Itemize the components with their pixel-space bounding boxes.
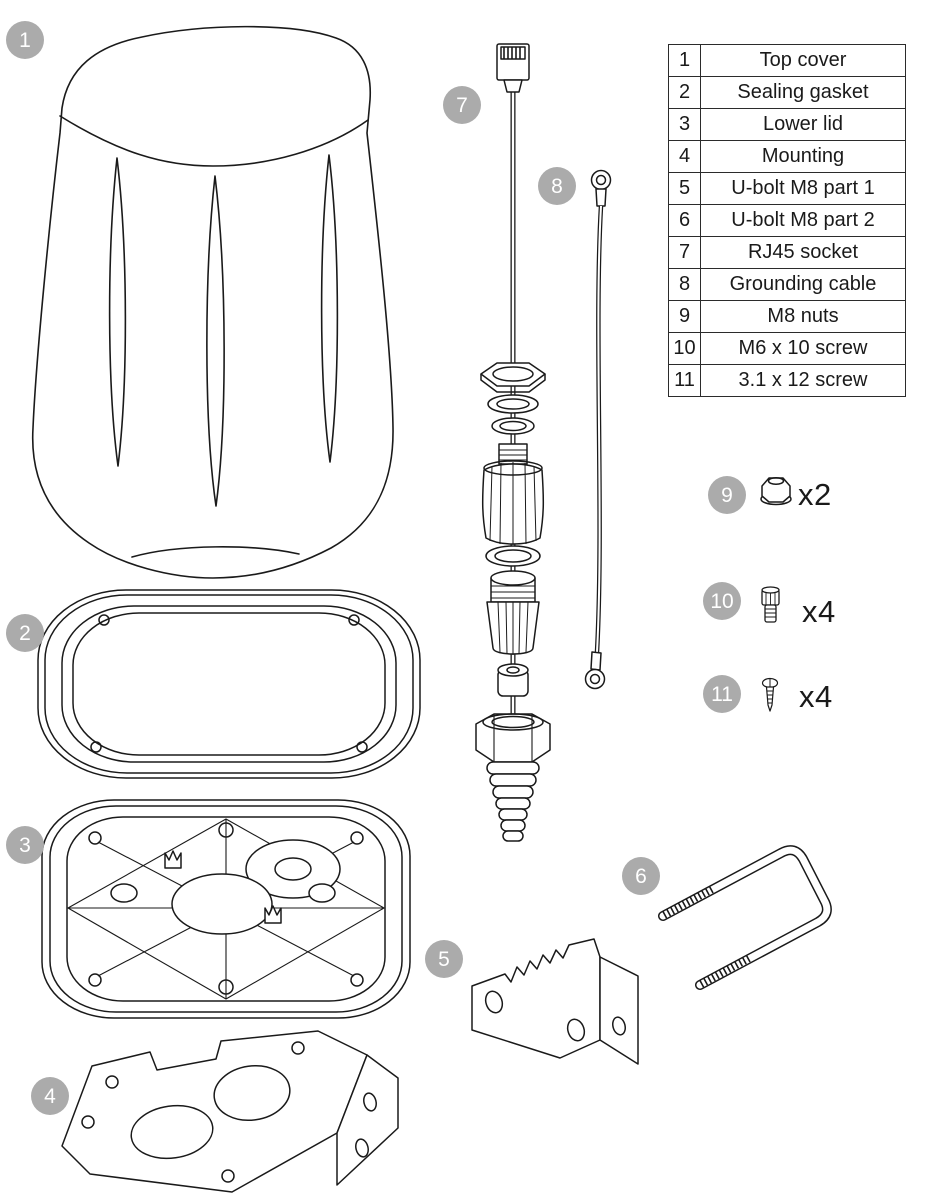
parts-table-row: 4 Mounting (668, 140, 906, 173)
quantity-label-m6-screws: x4 (802, 594, 836, 629)
part-number-cell: 10 (668, 332, 701, 365)
part-badge-3: 3 (6, 826, 44, 864)
u-bolt-part2-drawing (658, 845, 832, 990)
part-name-cell: Lower lid (700, 108, 906, 141)
part-badge-8: 8 (538, 167, 576, 205)
part-number-cell: 4 (668, 140, 701, 173)
quantity-label-small-screws: x4 (799, 679, 833, 714)
parts-table-row: 2 Sealing gasket (668, 76, 906, 109)
parts-table-body: 1 Top cover 2 Sealing gasket 3 Lower lid… (668, 44, 906, 397)
part-number-cell: 11 (668, 364, 701, 397)
part-name-cell: 3.1 x 12 screw (700, 364, 906, 397)
parts-table-row: 5 U-bolt M8 part 1 (668, 172, 906, 205)
part-number-cell: 5 (668, 172, 701, 205)
part-number-cell: 9 (668, 300, 701, 333)
mounting-drawing (61, 1030, 399, 1193)
part-name-cell: Sealing gasket (700, 76, 906, 109)
part-badge-6: 6 (622, 857, 660, 895)
m6-screw-drawing (761, 586, 780, 623)
parts-table-row: 6 U-bolt M8 part 2 (668, 204, 906, 237)
part-badge-5: 5 (425, 940, 463, 978)
part-number-cell: 7 (668, 236, 701, 269)
part-name-cell: U-bolt M8 part 2 (700, 204, 906, 237)
part-number-cell: 8 (668, 268, 701, 301)
lower-lid-drawing (41, 799, 411, 1019)
parts-table-row: 7 RJ45 socket (668, 236, 906, 269)
m8-nut-drawing (760, 477, 792, 506)
part-name-cell: M6 x 10 screw (700, 332, 906, 365)
sealing-gasket-drawing (37, 589, 421, 779)
top-cover-drawing (31, 25, 394, 579)
part-badge-1: 1 (6, 21, 44, 59)
part-name-cell: Top cover (700, 44, 906, 77)
part-number-cell: 2 (668, 76, 701, 109)
parts-table-row: 9 M8 nuts (668, 300, 906, 333)
part-name-cell: Grounding cable (700, 268, 906, 301)
part-badge-7: 7 (443, 86, 481, 124)
rj45-socket-drawing (475, 43, 551, 842)
part-number-cell: 3 (668, 108, 701, 141)
part-name-cell: Mounting (700, 140, 906, 173)
quantity-label-m8-nuts: x2 (798, 477, 832, 512)
part-badge-9: 9 (708, 476, 746, 514)
parts-table: 1 Top cover 2 Sealing gasket 3 Lower lid… (668, 44, 906, 397)
parts-table-row: 10 M6 x 10 screw (668, 332, 906, 365)
part-number-cell: 6 (668, 204, 701, 237)
grounding-cable-drawing (584, 169, 612, 690)
parts-table-row: 3 Lower lid (668, 108, 906, 141)
part-name-cell: U-bolt M8 part 1 (700, 172, 906, 205)
part-name-cell: M8 nuts (700, 300, 906, 333)
part-badge-4: 4 (31, 1077, 69, 1115)
parts-table-row: 8 Grounding cable (668, 268, 906, 301)
part-badge-2: 2 (6, 614, 44, 652)
part-badge-10: 10 (703, 582, 741, 620)
parts-table-row: 1 Top cover (668, 44, 906, 77)
self-tapping-screw-drawing (761, 677, 779, 712)
u-bolt-part1-drawing (471, 938, 639, 1065)
parts-table-row: 11 3.1 x 12 screw (668, 364, 906, 397)
part-number-cell: 1 (668, 44, 701, 77)
part-badge-11: 11 (703, 675, 741, 713)
part-name-cell: RJ45 socket (700, 236, 906, 269)
